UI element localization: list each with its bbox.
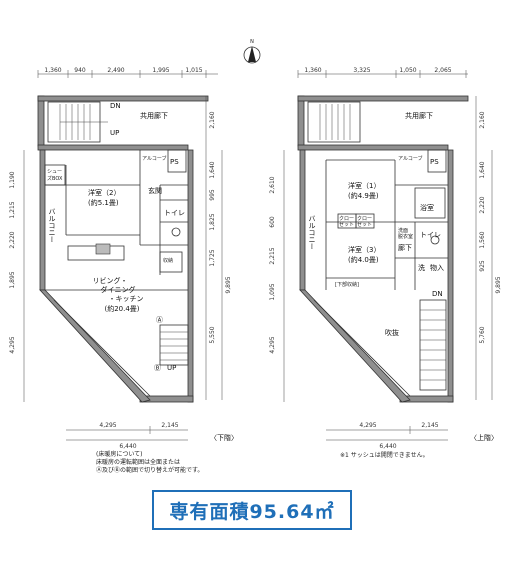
- f1-note-3: Ⓐ及びⒷの範囲で切り替えが可能です。: [96, 466, 203, 474]
- f1-top-dim-4: 1,995: [152, 67, 169, 74]
- f2-bottom-dim-1: 4,295: [359, 422, 376, 429]
- f1-stair-up: UP: [110, 129, 119, 137]
- f2-void-label: [下部収納]: [335, 281, 359, 288]
- f1-ldk-2: ダイニング: [101, 285, 136, 294]
- f1-stair-up-lower: UP: [167, 364, 176, 372]
- f1-storage: 収納: [163, 257, 173, 264]
- f2-top-dim-1: 1,360: [304, 67, 321, 74]
- f2-washroom: 洗面: [398, 227, 408, 234]
- f1-top-dim-3: 2,490: [107, 67, 124, 74]
- f2-right-dim-2: 1,640: [479, 161, 486, 178]
- f1-right-dim-1: 2,160: [209, 111, 216, 128]
- upper-floor-plan: 1,360 3,325 1,050 2,065 共用廊下: [269, 67, 502, 459]
- f2-bedroom-1-size: (約4.9畳): [348, 191, 379, 200]
- f1-left-dim-2: 1,215: [9, 201, 16, 218]
- floor-area-badge: 専有面積95.64㎡: [152, 490, 352, 530]
- f1-left-dim-3: 2,220: [9, 231, 16, 248]
- f1-top-dim-5: 1,015: [185, 67, 202, 74]
- f1-closet-2: ズBOX: [47, 175, 63, 182]
- f2-bath: 浴室: [420, 203, 434, 212]
- f2-left-dim-3: 2,215: [269, 247, 276, 264]
- f2-closet-a: クロー: [339, 216, 354, 222]
- f2-laundry: 洗: [418, 263, 425, 272]
- f2-closet-b-2: ゼット: [357, 221, 372, 228]
- f1-left-dim-1: 1,190: [9, 171, 16, 188]
- f1-note-1: (床暖房について): [96, 450, 143, 458]
- f1-closet: シュー: [47, 169, 62, 175]
- f2-right-dim-6: 5,760: [479, 326, 486, 343]
- f2-alcove: アルコーブ: [398, 155, 423, 162]
- f2-right-dim-1: 2,160: [479, 111, 486, 128]
- f1-marker-a: Ⓐ: [156, 316, 163, 324]
- f1-bottom-dim-1: 4,295: [99, 422, 116, 429]
- f1-bedroom-size: (約5.1畳): [88, 198, 119, 207]
- f2-storage: 物入: [430, 263, 444, 272]
- f2-washroom-2: 脱衣室: [398, 233, 413, 240]
- f2-bedroom-3-size: (約4.0畳): [348, 255, 379, 264]
- f1-right-dim-5: 1,725: [209, 249, 216, 266]
- f2-left-dim-1: 2,610: [269, 176, 276, 193]
- compass-north-icon: N: [243, 39, 261, 64]
- f1-entrance: 玄関: [148, 186, 162, 195]
- f1-stair-dn: DN: [110, 102, 121, 110]
- f2-closet-b: クロー: [357, 216, 372, 222]
- f2-hall: 廊下: [398, 243, 412, 252]
- f1-left-dim-4: 1,895: [9, 271, 16, 288]
- f1-alcove: アルコーブ: [142, 155, 167, 162]
- f1-note-2: 床暖房の運転範囲は全面または: [96, 458, 180, 466]
- f2-top-dim-2: 3,325: [353, 67, 370, 74]
- f2-bottom-dim-2: 2,145: [421, 422, 438, 429]
- f1-ps: PS: [170, 158, 179, 166]
- f1-ldk-3: ・キッチン: [109, 295, 144, 303]
- f1-bedroom: 洋室（2）: [88, 188, 120, 197]
- f1-right-dim-4: 1,825: [209, 213, 216, 230]
- f1-bottom-dim-2: 2,145: [161, 422, 178, 429]
- f2-bottom-dim-3: 6,440: [379, 443, 396, 450]
- f1-floor-label: 〈下階〉: [210, 433, 238, 442]
- f2-stair-dn: DN: [432, 290, 443, 298]
- floor-area-label: 専有面積95.64㎡: [169, 500, 335, 523]
- f2-note-1: ※1 サッシュは開閉できません。: [340, 452, 429, 459]
- f1-right-dim-3: 995: [209, 189, 216, 201]
- f2-top-dim-4: 2,065: [434, 67, 451, 74]
- f1-marker-b: Ⓑ: [154, 364, 161, 372]
- f1-right-dim-2: 1,640: [209, 161, 216, 178]
- f2-toilet: トイレ: [420, 231, 441, 239]
- f1-left-dim-5: 4,295: [9, 336, 16, 353]
- f2-ps: PS: [430, 158, 439, 166]
- f1-corridor: 共用廊下: [140, 111, 168, 120]
- f1-balcony: バルコニー: [48, 208, 56, 243]
- f1-toilet: トイレ: [164, 209, 185, 217]
- f1-bottom-dim-3: 6,440: [119, 443, 136, 450]
- f2-left-dim-5: 4,295: [269, 336, 276, 353]
- f2-left-dim-2: 600: [269, 216, 276, 228]
- f2-right-dim-7: 9,895: [495, 276, 502, 293]
- f2-right-dim-4: 1,560: [479, 231, 486, 248]
- f2-right-dim-3: 2,220: [479, 196, 486, 213]
- f2-floor-label: 〈上階〉: [470, 433, 498, 442]
- f1-ldk-size: (約20.4畳): [104, 304, 139, 313]
- f2-left-dim-4: 1,095: [269, 283, 276, 300]
- f1-right-dim-6: 9,895: [225, 276, 232, 293]
- f2-corridor: 共用廊下: [405, 111, 433, 120]
- f1-top-dim-1: 1,360: [44, 67, 61, 74]
- f2-balcony: バルコニー: [308, 215, 316, 250]
- lower-floor-plan: 1,360 940 2,490 1,995 1,015 DN UP 共用廊下: [9, 67, 238, 474]
- f1-right-dim-7: 5,550: [209, 326, 216, 343]
- f2-bedroom-1: 洋室（1）: [348, 181, 380, 190]
- f1-ldk-1: リビング・: [93, 276, 128, 285]
- f2-right-dim-5: 925: [479, 260, 486, 272]
- compass-label: N: [250, 39, 254, 45]
- f2-top-dim-3: 1,050: [399, 67, 416, 74]
- f1-top-dim-2: 940: [74, 67, 86, 74]
- f2-bedroom-3: 洋室（3）: [348, 245, 380, 254]
- f2-closet-a-2: ゼット: [339, 221, 354, 228]
- f2-void: 吹抜: [385, 328, 399, 337]
